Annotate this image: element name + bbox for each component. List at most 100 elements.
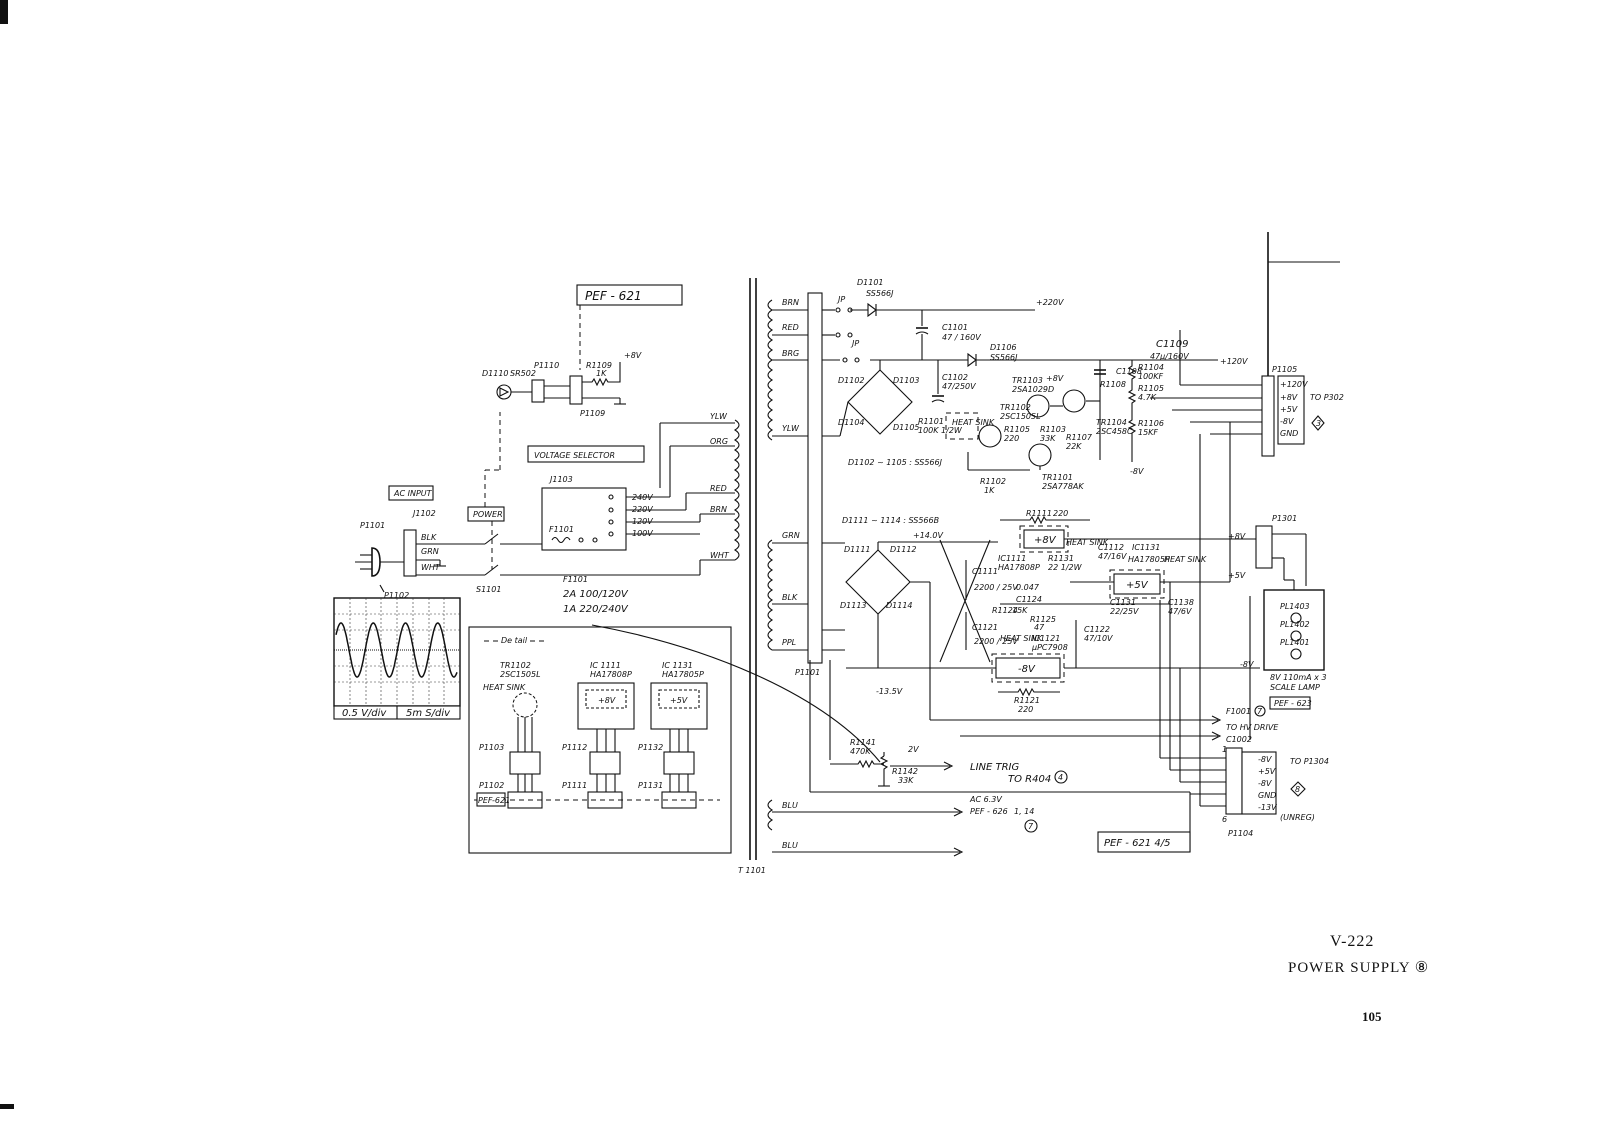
transformer-secondary-coil-2 — [767, 539, 774, 651]
ic1131-label: IC1131 — [1132, 543, 1160, 552]
p1104-pin-m8b: -8V — [1258, 779, 1272, 788]
transformer-secondary-coil-3 — [767, 799, 774, 831]
detail-p1131: P1131 — [638, 781, 663, 790]
p1105-pin-8: +8V — [1280, 393, 1298, 402]
d1103-label: D1103 — [893, 376, 920, 385]
r1109-plus8v: +8V — [624, 351, 642, 360]
p1105-ref: 3 — [1316, 419, 1321, 428]
ac-input-box — [388, 485, 434, 501]
p1105-pin-m8: -8V — [1280, 417, 1294, 426]
r1125-label: R1125 — [1030, 615, 1056, 624]
transformer: T 1101 BRN RED BRG YLW GRN BLK PPL BLU B… — [738, 278, 960, 875]
f1001-ref: 7 — [1257, 707, 1263, 716]
tr1103-label: TR1103 — [1012, 376, 1043, 385]
p1105-pin-gnd: GND — [1280, 429, 1298, 438]
lamp-rating: 8V 110mA x 3 — [1270, 673, 1327, 682]
p1102-label: P1102 — [384, 591, 409, 600]
r1108-label: R1108 — [1100, 380, 1126, 389]
p1104-unreg: (UNREG) — [1280, 813, 1315, 822]
pef621-45-label: PEF - 621 4/5 — [1104, 838, 1170, 849]
r1103-val: 33K — [1040, 434, 1056, 443]
d1111-label: D1111 — [844, 545, 871, 554]
jp2-label: JP — [850, 339, 859, 348]
page-number: 105 — [1362, 1009, 1382, 1024]
voltage-selector-box — [527, 445, 645, 463]
r1109-label: R1109 — [586, 361, 612, 370]
wire-wht: WHT — [421, 563, 441, 572]
pl1401-icon — [1290, 648, 1302, 660]
r1124-label: R1124 — [992, 606, 1018, 615]
r1104-label: R1104 — [1138, 363, 1164, 372]
to-hv-drive: TO HV DRIVE — [1226, 723, 1279, 732]
wire-blk: BLK — [421, 533, 437, 542]
pl1403-icon — [1290, 612, 1302, 624]
r1105-val: 220 — [1004, 434, 1019, 443]
c1138-label: C1138 — [1168, 598, 1194, 607]
pef626-label: PEF - 626 — [970, 807, 1008, 816]
tr1104-icon — [1062, 389, 1086, 413]
c1124-label: C1124 — [1016, 595, 1042, 604]
c1111-val: 2200 / 25V — [974, 583, 1018, 592]
p1105-label: P1105 — [1272, 365, 1297, 374]
page-title-mark: ⑧ — [1414, 960, 1430, 976]
r1106-label: R1106 — [1138, 419, 1164, 428]
detail-ic1111-part: HA17808P — [590, 670, 632, 679]
d1113-label: D1113 — [840, 601, 867, 610]
c1131-label: C1131 — [1110, 598, 1136, 607]
waveform-scope: 0.5 V/div 5m S/div — [333, 597, 461, 720]
p1104-pin-m8a: -8V — [1258, 755, 1272, 764]
p1104-pin-gnd: GND — [1258, 791, 1276, 800]
heat-sink-5: HEAT SINK — [1164, 555, 1207, 564]
wire-grn: GRN — [421, 547, 439, 556]
d1106-part: SS566J — [990, 353, 1018, 362]
r1103-label: R1103 — [1040, 425, 1066, 434]
detail-heat-sink: HEAT SINK — [483, 683, 526, 692]
d1104-label: D1104 — [838, 418, 865, 427]
sec-wire-red: RED — [782, 323, 799, 332]
c1122-val: 47/10V — [1084, 634, 1113, 643]
detail-frame — [468, 626, 732, 854]
out5-label: +5V — [1228, 571, 1246, 580]
lv-section: D1111 ~ 1114 : SS566B +14.0V D1111 D1112… — [840, 509, 1307, 720]
fuse-rating-2: 1A 220/240V — [563, 604, 629, 615]
r1101-val: 100K 1/2W — [918, 426, 963, 435]
r1142-label: R1142 — [892, 767, 918, 776]
j1103-label: J1103 — [548, 475, 573, 484]
r1102-label: R1102 — [980, 477, 1006, 486]
p1105-connector: P1105 +120V +8V +5V -8V GND TO P302 3 — [1261, 232, 1344, 457]
pef623-label: PEF - 623 — [1274, 699, 1312, 708]
r1102-val: 1K — [984, 486, 995, 495]
tr1101-icon — [1028, 443, 1052, 467]
voltage-selector-label: VOLTAGE SELECTOR — [534, 451, 615, 460]
ac-input-section: AC INPUT P1101 J1102 P1102 BLK GRN WHT P… — [355, 284, 740, 615]
ic1121-part: μPC7908 — [1031, 643, 1068, 652]
c1122-label: C1122 — [1084, 625, 1110, 634]
plus8v-hv: +8V — [1046, 374, 1064, 383]
scale-lamps: PL1403 PL1402 PL1401 8V 110mA x 3 SCALE … — [1249, 589, 1327, 740]
p1104-ref: 8 — [1295, 785, 1300, 794]
detail-leader — [591, 624, 881, 763]
r1125-val: 47 — [1034, 623, 1045, 632]
r1121-val: 220 — [1018, 705, 1033, 714]
p1109-label: P1109 — [580, 409, 605, 418]
wire-brn: BRN — [710, 505, 727, 514]
model-number: V-222 — [1330, 933, 1375, 950]
d1110-label: D1110 — [482, 369, 509, 378]
v2-label: 2V — [908, 745, 919, 754]
pl1402-label: PL1402 — [1280, 620, 1310, 629]
pef626-pins: 1, 14 — [1014, 807, 1034, 816]
d1114-label: D1114 — [886, 601, 913, 610]
r1105b-label: R1105 — [1138, 384, 1164, 393]
tr1102-icon — [978, 424, 1002, 448]
r1111-label: R1111 — [1026, 509, 1052, 518]
pef621-45-box — [1097, 831, 1191, 853]
detail-p1103: P1103 — [479, 743, 504, 752]
tr1103-part: 2SA1029D — [1012, 385, 1054, 394]
wire-org: ORG — [710, 437, 728, 446]
c1131-val: 22/25V — [1110, 607, 1139, 616]
c1111-label: C1111 — [972, 567, 998, 576]
r1101-label: R1101 — [918, 417, 944, 426]
pef621-label: PEF - 621 — [585, 289, 642, 303]
to-r404: TO R404 — [1008, 774, 1051, 785]
r1105b-val: 4.7K — [1138, 393, 1157, 402]
